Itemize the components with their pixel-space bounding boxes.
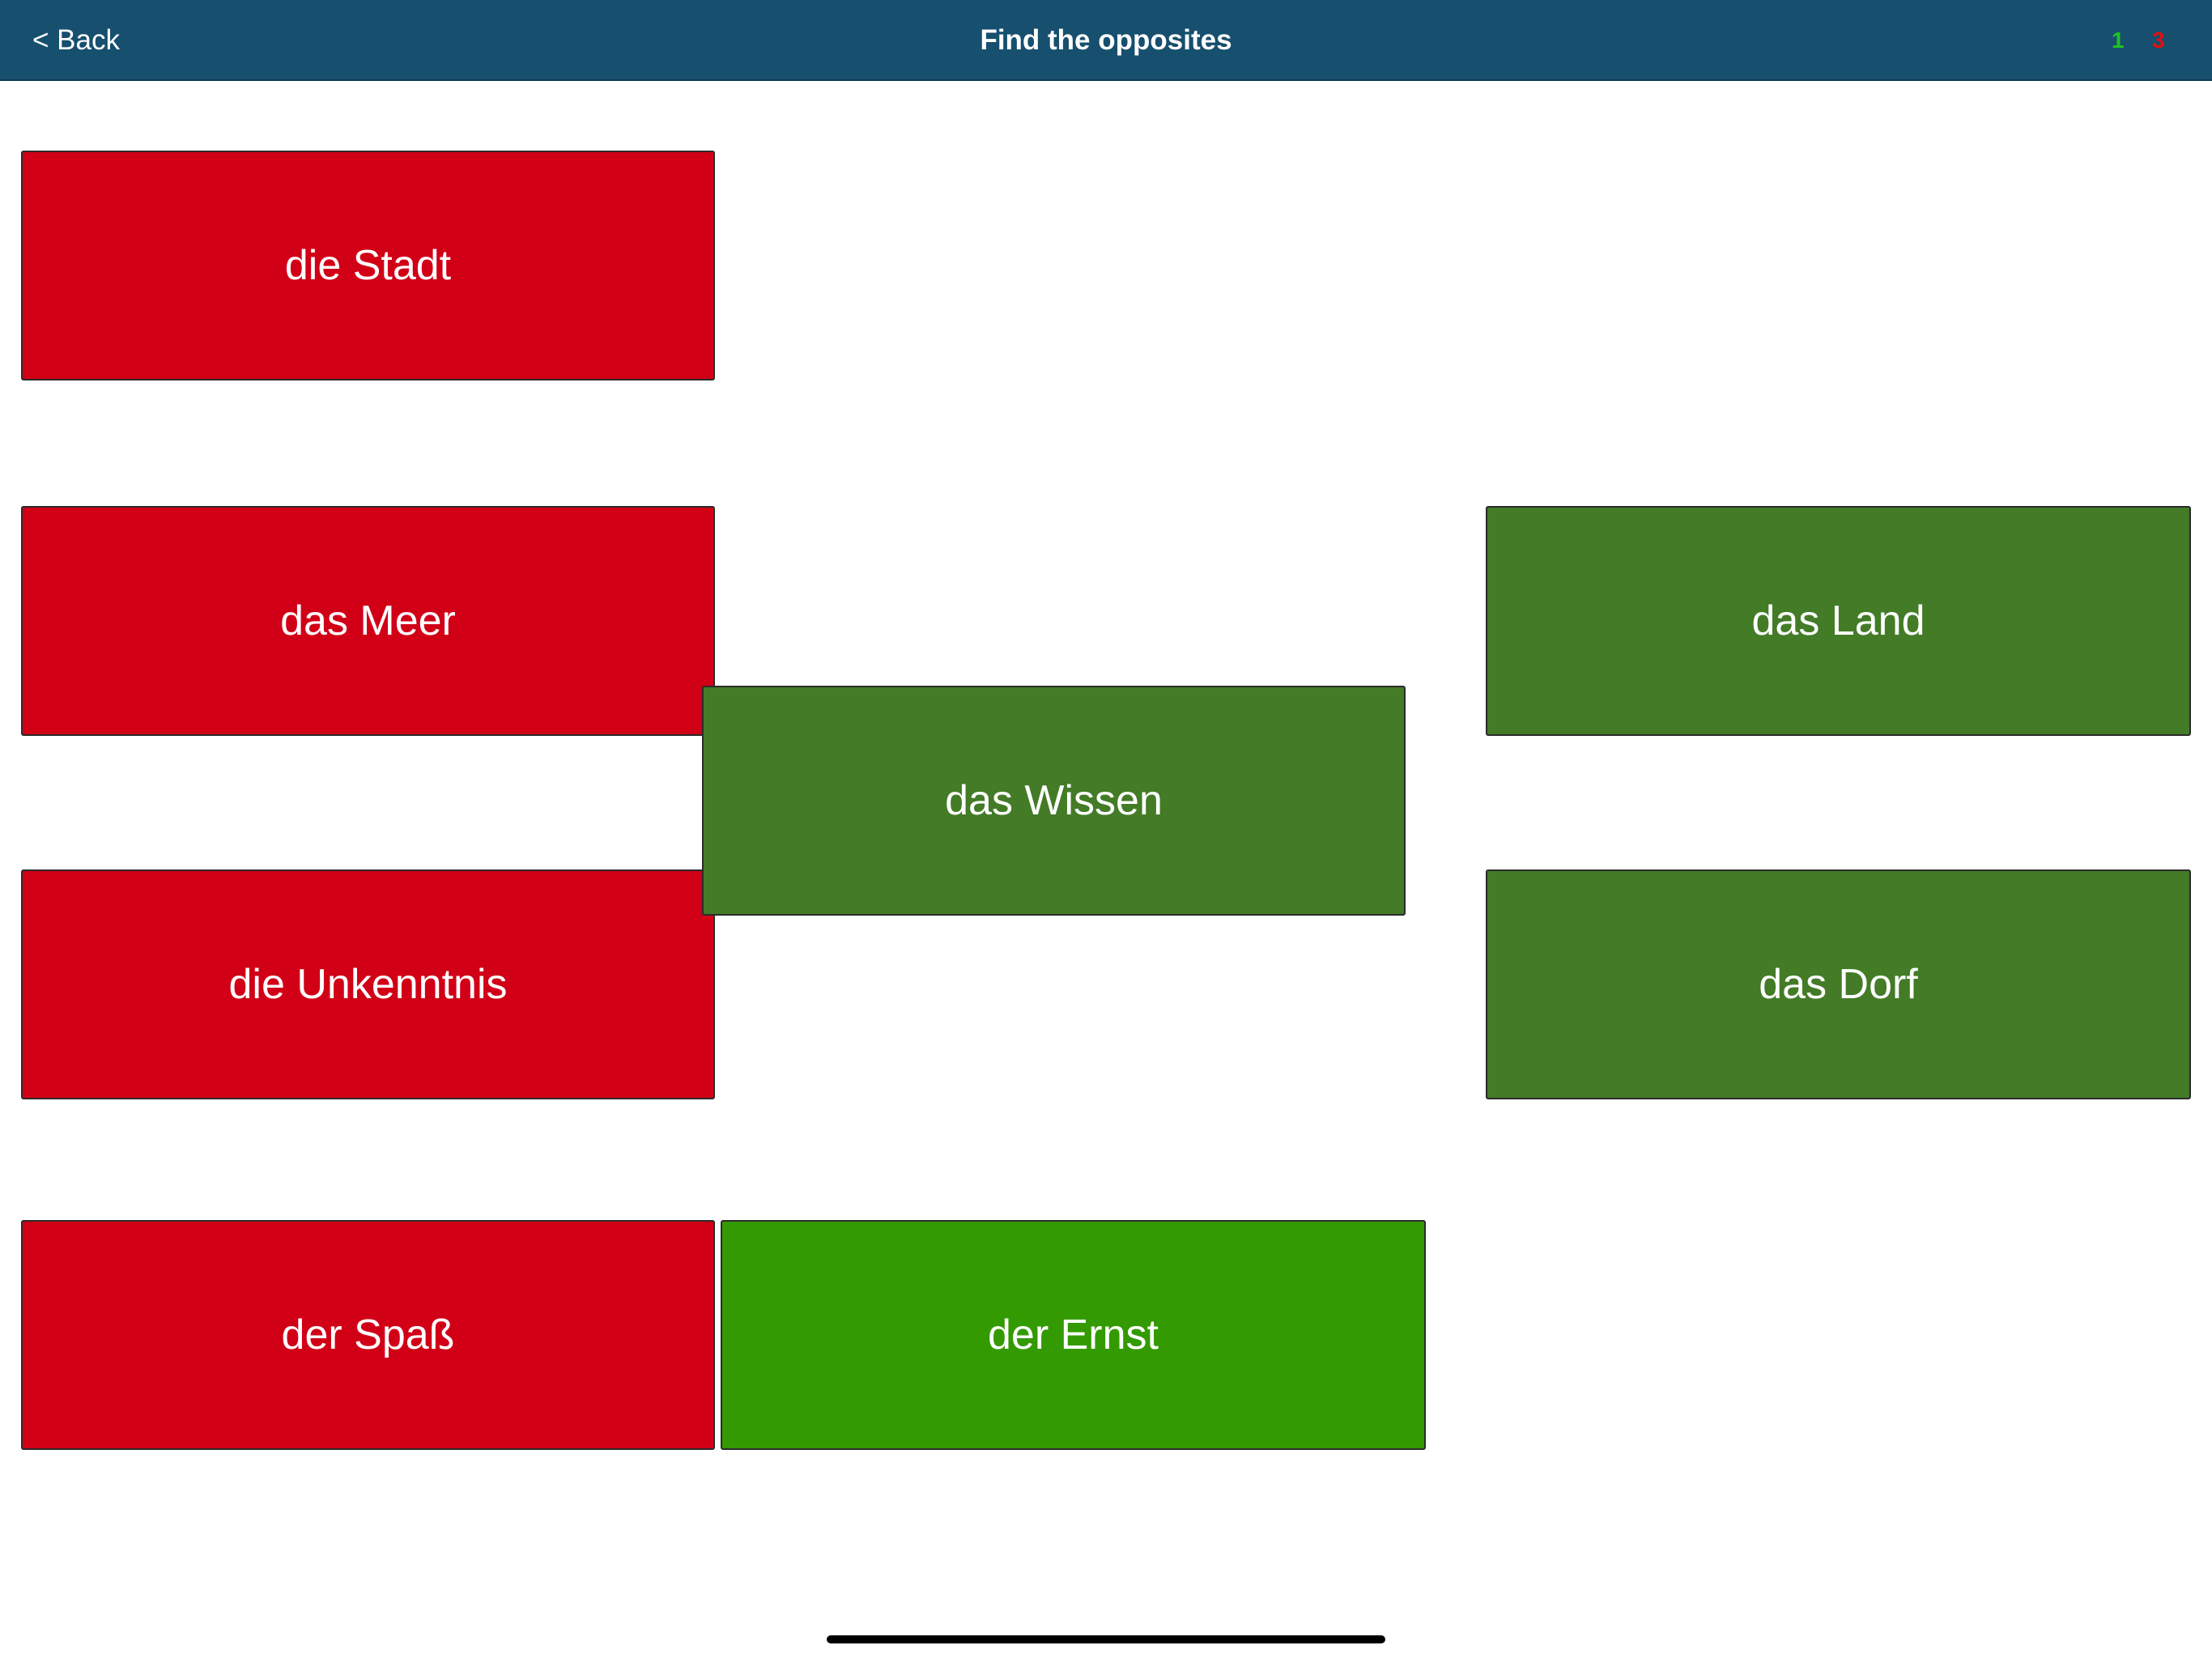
word-card-label: der Spaß bbox=[281, 1312, 455, 1358]
word-card-der-spass[interactable]: der Spaß bbox=[21, 1220, 715, 1450]
word-card-label: die Stadt bbox=[284, 242, 452, 289]
word-card-das-land[interactable]: das Land bbox=[1486, 506, 2191, 736]
word-card-label: das Dorf bbox=[1759, 961, 1918, 1008]
word-card-das-meer[interactable]: das Meer bbox=[21, 506, 715, 736]
word-card-das-dorf[interactable]: das Dorf bbox=[1486, 869, 2191, 1099]
word-card-label: die Unkenntnis bbox=[228, 961, 508, 1008]
home-indicator[interactable] bbox=[827, 1635, 1385, 1643]
correct-count: 1 bbox=[2112, 28, 2125, 53]
word-card-label: das Wissen bbox=[945, 777, 1163, 824]
word-card-label: das Meer bbox=[280, 597, 456, 644]
word-card-label: das Land bbox=[1751, 597, 1925, 644]
word-card-die-stadt[interactable]: die Stadt bbox=[21, 151, 715, 380]
back-button[interactable]: < Back bbox=[32, 24, 120, 56]
word-card-label: der Ernst bbox=[988, 1312, 1159, 1358]
page-title: Find the opposites bbox=[980, 24, 1232, 56]
wrong-count: 3 bbox=[2152, 28, 2165, 53]
word-card-das-wissen[interactable]: das Wissen bbox=[702, 686, 1406, 916]
word-card-die-unkenntnis[interactable]: die Unkenntnis bbox=[21, 869, 715, 1099]
word-card-der-ernst[interactable]: der Ernst bbox=[721, 1220, 1426, 1450]
navigation-bar: < Back Find the opposites 1 3 bbox=[0, 0, 2212, 81]
